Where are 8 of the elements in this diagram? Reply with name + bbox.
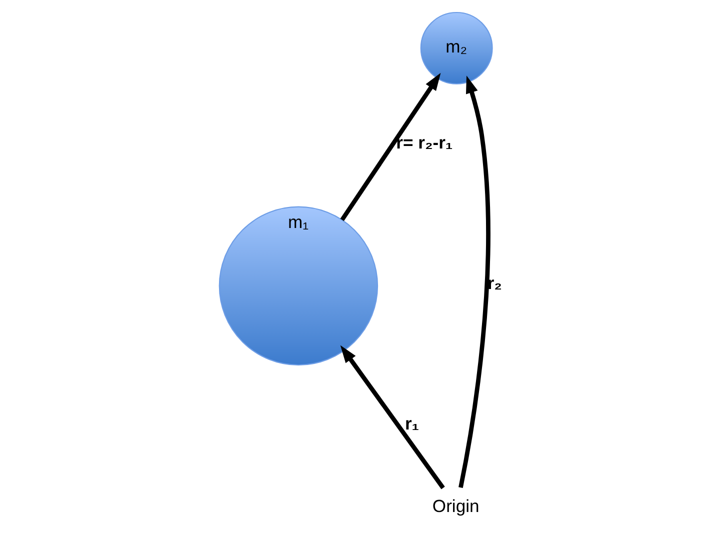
node-text: Origin xyxy=(432,496,479,516)
arrow xyxy=(458,76,490,488)
edge-label: r₁ xyxy=(404,414,419,434)
node-circle: m₁ xyxy=(218,206,378,366)
edge-label: r= r₂-r₁ xyxy=(396,132,452,152)
arrow xyxy=(340,345,444,490)
node-circle: m₂ xyxy=(420,12,492,84)
arrow xyxy=(340,72,440,222)
